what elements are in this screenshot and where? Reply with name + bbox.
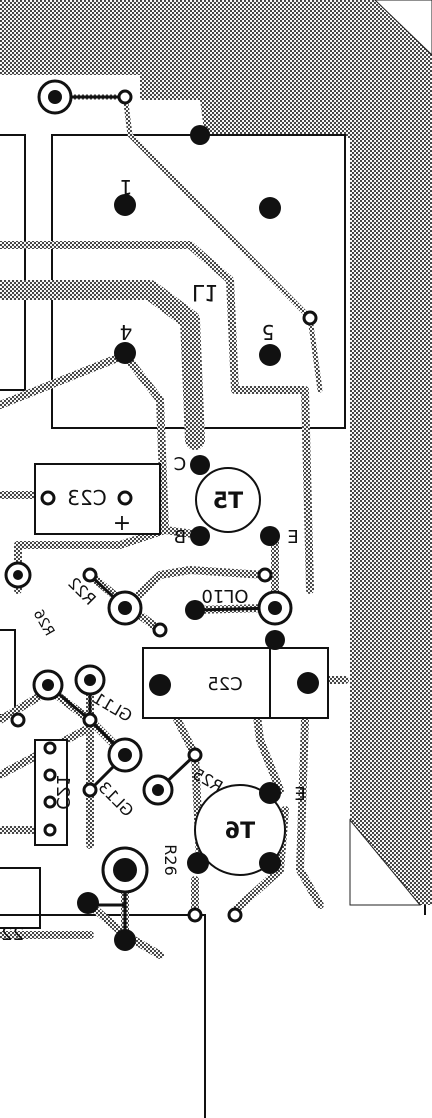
label-t5: T5 — [213, 489, 243, 514]
left-outline-mid — [0, 629, 16, 716]
label-pin-b: B — [174, 527, 186, 548]
ground-fold-top — [374, 0, 432, 56]
label-c23: C23 — [67, 486, 106, 510]
label-t6: T6 — [225, 819, 255, 844]
label-edge: 22 — [1, 924, 24, 945]
label-gl13: GL13 — [94, 778, 137, 821]
ground-fold-bottom — [349, 818, 422, 906]
label-ol10: OL10 — [201, 585, 248, 606]
label-c25: C25 — [207, 674, 242, 695]
label-pin-c: C — [174, 454, 187, 475]
label-r26: R26 — [30, 607, 58, 639]
t5-outline — [195, 467, 261, 533]
label-c26: R26 — [161, 844, 180, 875]
ground-plane-bulge — [200, 74, 345, 138]
label-pin-e-t6: E — [294, 784, 305, 805]
label-pin-5: 5 — [262, 320, 275, 344]
label-pin-e-t5: E — [287, 527, 298, 548]
label-pin-1: 1 — [120, 175, 133, 199]
label-l1: L1 — [192, 279, 218, 304]
label-plus: + — [113, 511, 131, 536]
left-outline-top — [0, 134, 26, 391]
solder-pads — [4, 79, 319, 951]
ground-plane — [0, 0, 432, 905]
label-c21: C21 — [52, 774, 73, 809]
board-edge — [0, 914, 206, 1118]
t6-outline — [194, 784, 286, 876]
c23-body — [34, 463, 161, 535]
label-pin-4: 4 — [120, 320, 133, 344]
left-outline-bottom — [0, 867, 41, 929]
